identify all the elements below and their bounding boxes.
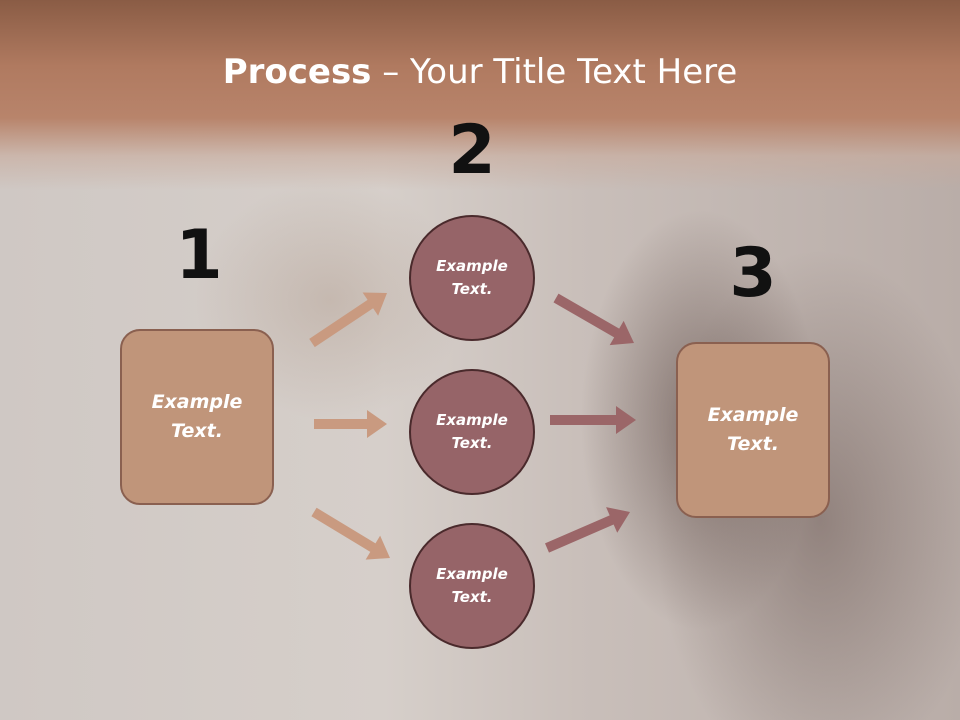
step-1-text: Example Text. bbox=[151, 391, 243, 442]
title-bold: Process bbox=[222, 52, 372, 92]
step-3-text: Example Text. bbox=[707, 404, 799, 455]
arrow-2-middle-to-3 bbox=[550, 406, 636, 434]
step-2-circle-middle: Example Text. bbox=[409, 369, 535, 495]
arrow-1-to-2-top bbox=[309, 292, 387, 348]
title-band bbox=[0, 0, 960, 190]
step-2-circle-middle-text: Example Text. bbox=[436, 411, 508, 452]
step-number-3: 3 bbox=[729, 234, 777, 313]
arrow-2-top-to-3 bbox=[553, 293, 634, 346]
title-rest: – Your Title Text Here bbox=[371, 52, 738, 92]
step-2-circle-top: Example Text. bbox=[409, 215, 535, 341]
step-3-box: Example Text. bbox=[676, 342, 830, 518]
slide-title: Process – Your Title Text Here bbox=[0, 52, 960, 92]
arrow-2-bottom-to-3 bbox=[545, 507, 630, 553]
arrow-1-to-2-bottom bbox=[311, 507, 390, 560]
step-number-1: 1 bbox=[175, 216, 223, 295]
step-1-box: Example Text. bbox=[120, 329, 274, 505]
step-2-circle-top-text: Example Text. bbox=[436, 257, 508, 298]
step-2-circle-bottom-text: Example Text. bbox=[436, 565, 508, 606]
step-number-2: 2 bbox=[448, 111, 496, 190]
step-2-circle-bottom: Example Text. bbox=[409, 523, 535, 649]
arrow-1-to-2-middle bbox=[314, 410, 387, 438]
